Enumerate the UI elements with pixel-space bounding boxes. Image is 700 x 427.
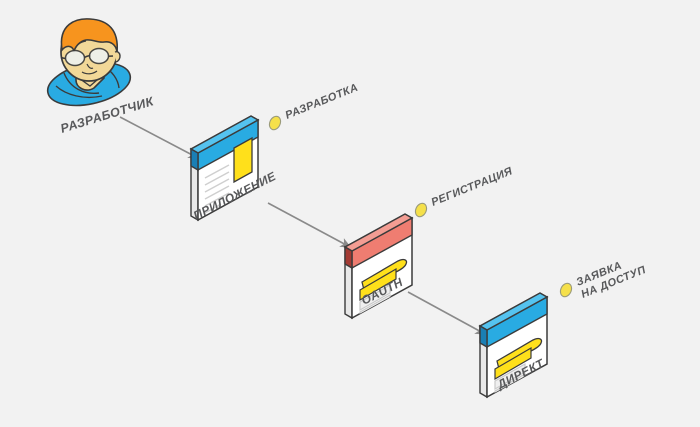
arrow-oauth-to-direct-line <box>407 291 487 335</box>
arrow-app-to-oauth <box>267 202 352 248</box>
node-app-yellow-block <box>233 136 253 184</box>
avatar-head <box>60 18 121 82</box>
tag-oauth-marker-icon <box>414 202 428 218</box>
tag-direct-marker-icon <box>559 282 573 298</box>
arrow-dev-to-app-line <box>119 116 200 159</box>
node-direct-yellow-bar <box>494 346 532 381</box>
arrow-app-to-oauth-line <box>267 202 352 248</box>
node-direct-header <box>478 292 549 349</box>
arrow-dev-to-app <box>119 116 200 159</box>
developer-avatar <box>46 18 132 107</box>
avatar-glasses <box>60 47 114 67</box>
arrow-oauth-to-direct <box>407 291 487 335</box>
node-app-content <box>204 136 253 214</box>
node-app-header <box>189 115 260 172</box>
node-oauth <box>343 213 414 320</box>
tag-app-marker-icon <box>268 115 282 131</box>
node-app-text-lines <box>204 164 230 214</box>
node-direct-gray-bar-1 <box>494 362 526 391</box>
node-app <box>189 115 260 222</box>
node-oauth-gray-bar-1 <box>359 283 391 312</box>
node-oauth-header <box>343 213 414 270</box>
node-oauth-yellow-bar <box>359 267 397 302</box>
